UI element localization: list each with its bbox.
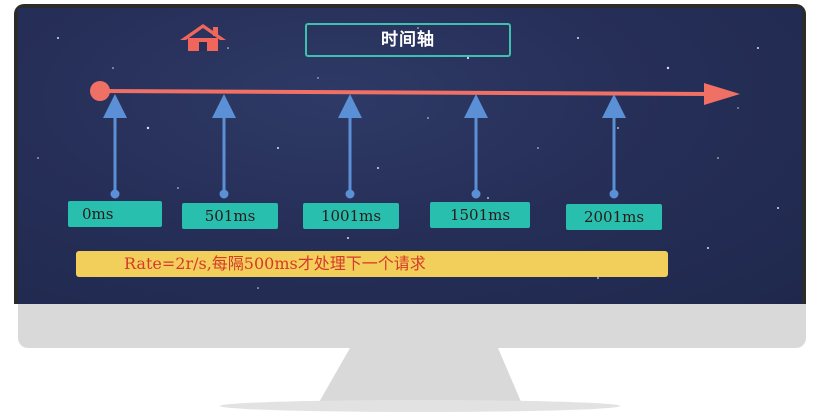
monitor-screen: 时间轴 0ms 501ms 1001ms 1501ms 2001ms bbox=[18, 8, 802, 304]
rate-note: Rate=2r/s,每隔500ms才处理下一个请求 bbox=[76, 251, 668, 277]
timeline-label-2001ms: 2001ms bbox=[566, 204, 662, 230]
page-title: 时间轴 bbox=[305, 23, 511, 57]
starfield bbox=[37, 27, 779, 289]
timeline-label-501ms: 501ms bbox=[182, 203, 278, 229]
axis-arrowhead bbox=[704, 83, 740, 105]
marker-dot bbox=[219, 189, 229, 199]
monitor-chin bbox=[18, 304, 806, 348]
marker-dot bbox=[110, 189, 120, 199]
marker-dot bbox=[609, 189, 619, 199]
timeline-label-1001ms: 1001ms bbox=[303, 203, 399, 229]
timeline-diagram bbox=[90, 81, 740, 199]
home-icon[interactable] bbox=[178, 22, 228, 56]
marker-dot bbox=[345, 189, 355, 199]
timeline-label-0ms: 0ms bbox=[68, 201, 162, 227]
timeline-label-1501ms: 1501ms bbox=[430, 202, 530, 228]
marker-dot bbox=[471, 189, 481, 199]
